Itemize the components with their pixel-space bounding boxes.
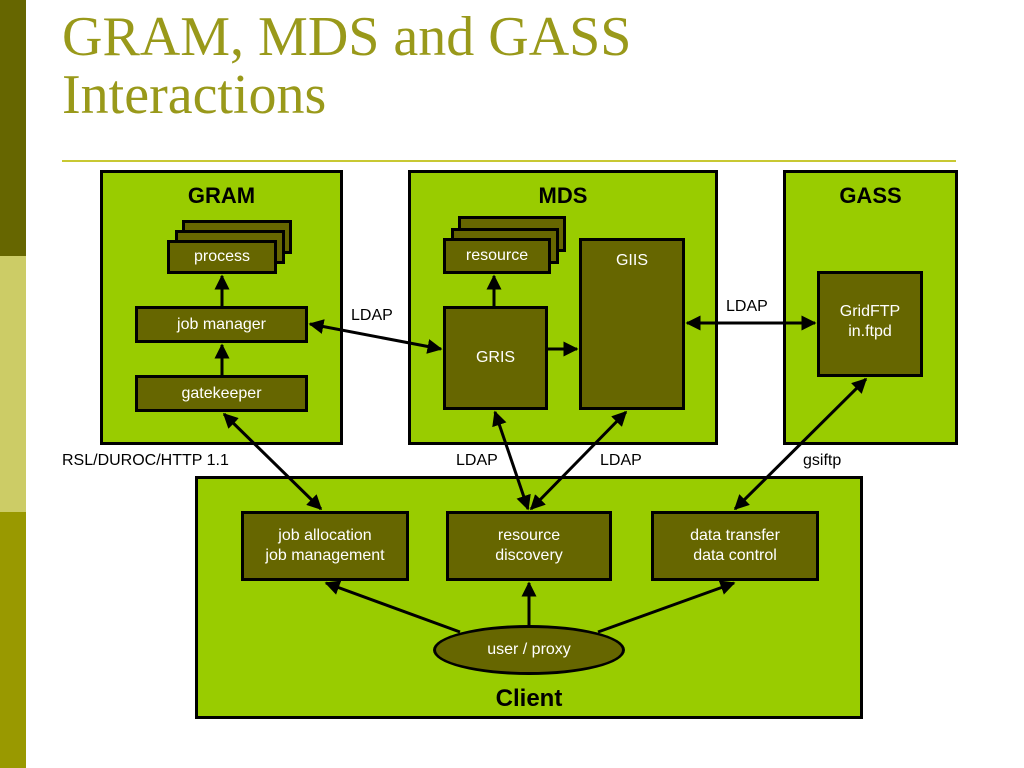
title-line-2: Interactions	[62, 64, 327, 126]
arrow-user-job-allocation	[324, 580, 461, 634]
resource-box: resource	[443, 238, 551, 274]
arrow-gatekeeper-job-allocation	[222, 412, 323, 511]
title-line-1: GRAM, MDS and GASS	[62, 6, 632, 68]
job-allocation-box: job allocation job management	[241, 511, 409, 581]
user-proxy-oval: user / proxy	[433, 625, 625, 675]
gris-box: GRIS	[443, 306, 548, 410]
label-ldap-mds-gass: LDAP	[726, 298, 768, 315]
sidebar-dark	[0, 0, 26, 256]
slide-title: GRAM, MDS and GASS Interactions	[62, 8, 631, 124]
data-transfer-box: data transfer data control	[651, 511, 819, 581]
resource-discovery-line-1: resource	[497, 527, 561, 544]
mds-title: MDS	[538, 183, 588, 208]
sidebar-light	[0, 256, 26, 512]
process-box: process	[167, 240, 277, 274]
giis-box: GIIS	[579, 238, 685, 410]
job-allocation-line-2: job management	[265, 547, 385, 564]
resource-discovery-box: resource discovery	[446, 511, 612, 581]
gram-title: GRAM	[187, 183, 256, 208]
gatekeeper-box: gatekeeper	[135, 375, 308, 412]
job-allocation-line-1: job allocation	[278, 527, 372, 544]
client-title: Client	[495, 685, 563, 712]
title-rule	[62, 160, 956, 162]
sidebar-mid	[0, 512, 26, 768]
gridftp-box: GridFTP in.ftpd	[817, 271, 923, 377]
arrow-user-data-transfer	[597, 580, 736, 634]
data-transfer-line-2: data control	[693, 547, 777, 564]
gridftp-line-1: GridFTP	[839, 303, 901, 320]
label-rsl: RSL/DUROC/HTTP 1.1	[62, 452, 229, 469]
arrow-jobmanager-gris	[308, 319, 443, 354]
arrow-giis-resource-discovery	[529, 410, 628, 511]
label-ldap-gris-client: LDAP	[456, 452, 498, 469]
data-transfer-line-1: data transfer	[690, 527, 780, 544]
job-manager-box: job manager	[135, 306, 308, 343]
gass-title: GASS	[839, 183, 902, 208]
gridftp-line-2: in.ftpd	[848, 323, 892, 340]
resource-discovery-line-2: discovery	[495, 547, 563, 564]
arrow-gris-resource-discovery	[492, 410, 531, 511]
arrow-gridftp-data-transfer	[733, 377, 868, 511]
